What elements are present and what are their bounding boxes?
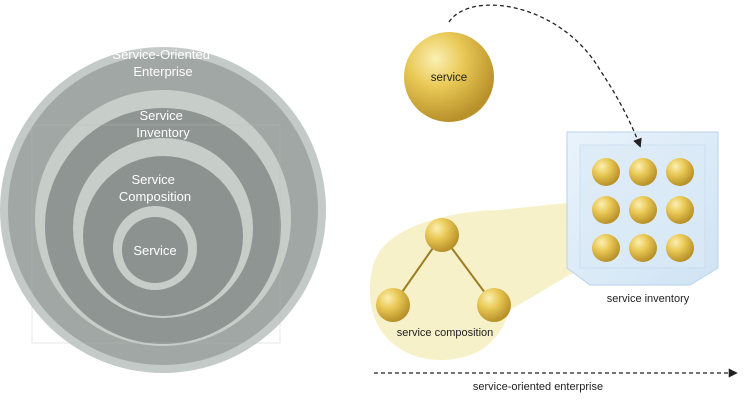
inventory-group: service inventory (566, 131, 719, 305)
label-composition: Service Composition (119, 172, 191, 204)
guide-frame (31, 124, 281, 344)
inventory-service (629, 234, 657, 262)
service-label: service (431, 72, 467, 84)
inventory-services (592, 158, 694, 262)
enterprise-caption: service-oriented enterprise (473, 381, 603, 393)
inventory-caption: service inventory (607, 293, 690, 305)
inventory-service (666, 158, 694, 186)
service-to-inventory-arrow (448, 4, 642, 148)
ring-service-inner (122, 217, 188, 283)
label-enterprise: Service-Oriented Enterprise (112, 47, 213, 79)
service-sphere (404, 32, 494, 122)
concentric-rings: Service-Oriented Enterprise Service Inve… (0, 47, 326, 373)
composition-service-top (425, 218, 459, 252)
inventory-service (666, 196, 694, 224)
inventory-service (629, 196, 657, 224)
inventory-service (592, 158, 620, 186)
composition-group: service composition (369, 198, 615, 360)
inventory-service (592, 234, 620, 262)
composition-service-right (477, 288, 511, 322)
composition-caption: service composition (397, 327, 494, 339)
inventory-service (592, 196, 620, 224)
label-inventory: Service Inventory (136, 108, 190, 140)
inventory-service (629, 158, 657, 186)
inventory-service (666, 234, 694, 262)
service-group: service (404, 32, 494, 122)
composition-service-left (376, 288, 410, 322)
label-service: Service (133, 243, 176, 258)
